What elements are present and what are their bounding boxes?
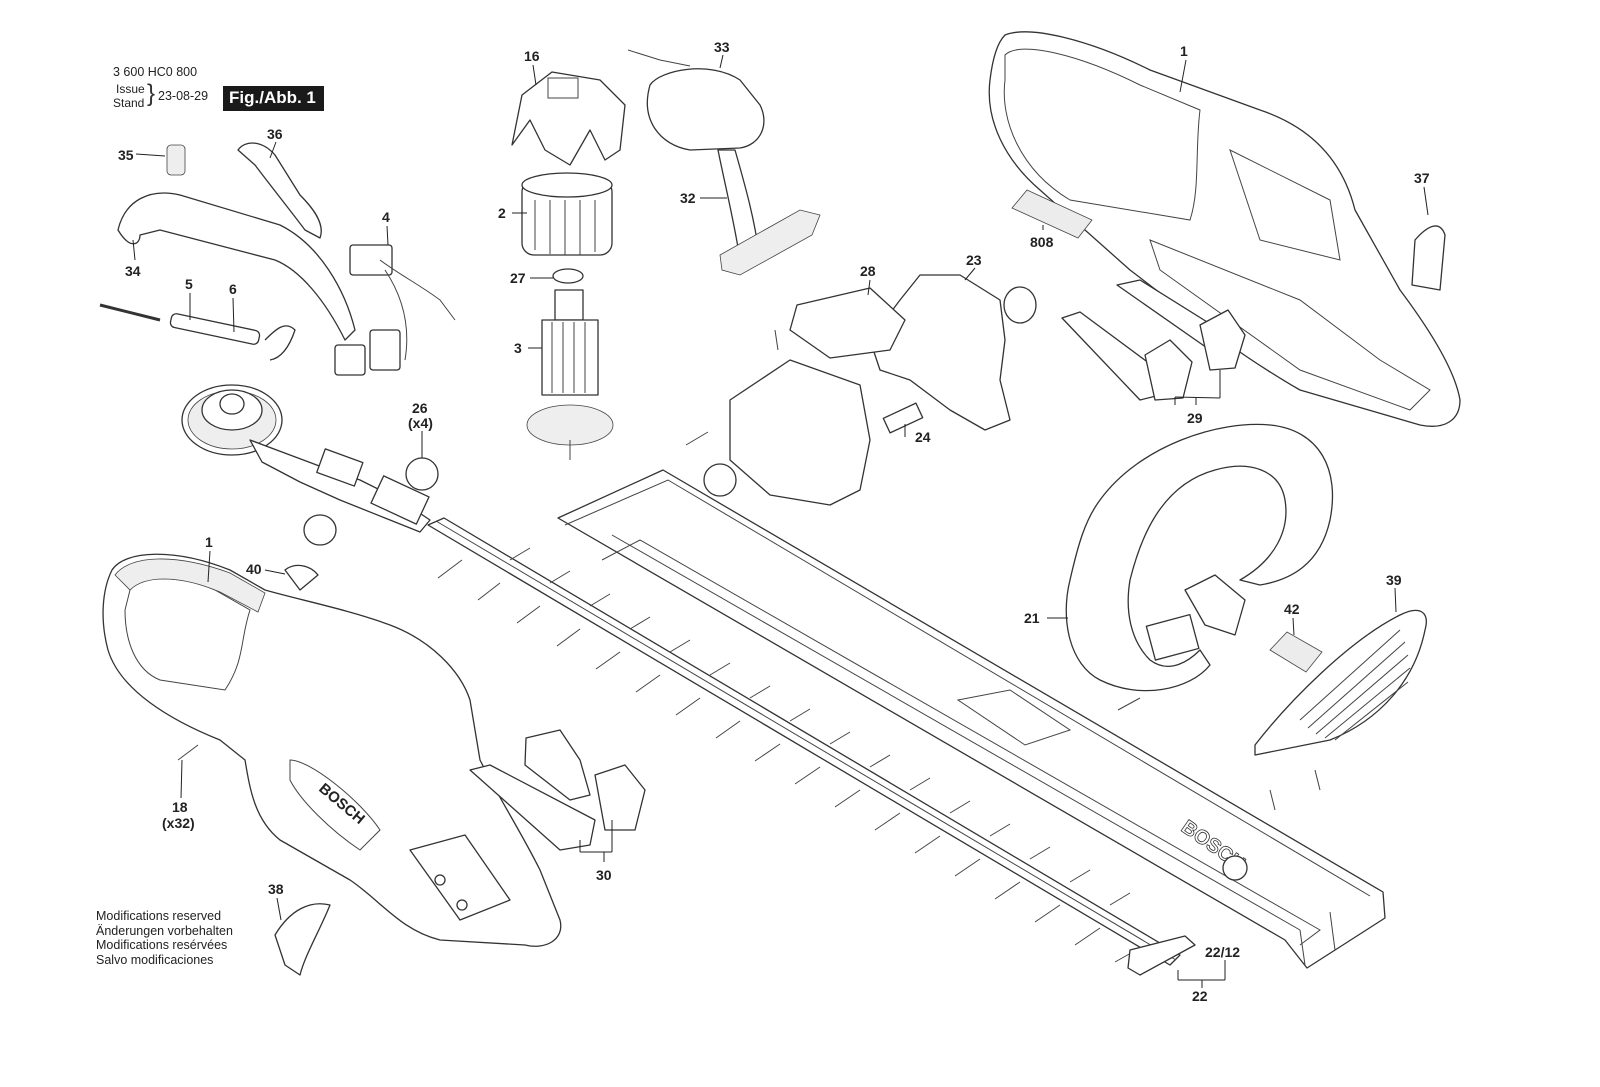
gear-housing-23 (789, 274, 1011, 431)
callout-6: 6 (229, 281, 237, 297)
motor-bracket-16 (511, 71, 626, 166)
callout-22: 22 (1192, 988, 1208, 1004)
wiring-harness-33 (627, 49, 765, 151)
callout-33: 33 (714, 39, 730, 55)
issue-label: Issue (116, 82, 145, 96)
callout-3: 3 (514, 340, 522, 356)
document-number: 3 600 HC0 800 (113, 65, 198, 79)
armature-3 (526, 289, 614, 460)
callout-labels: 1 1 2 3 4 5 6 16 18 (x32) 21 22 22/12 23… (118, 39, 1430, 1004)
seal-26 (405, 457, 439, 491)
brace: } (147, 80, 156, 107)
callout-40: 40 (246, 561, 262, 577)
callout-808: 808 (1030, 234, 1054, 250)
leader-lines (132, 54, 1429, 988)
callout-36: 36 (267, 126, 283, 142)
callout-23: 23 (966, 252, 982, 268)
housing-right-half (988, 31, 1461, 427)
callout-35: 35 (118, 147, 134, 163)
callout-18: 18 (172, 799, 188, 815)
cable-sleeve-6 (169, 313, 296, 361)
handle-34 (117, 192, 356, 341)
cover-37 (1411, 225, 1446, 291)
switch-4 (334, 244, 456, 376)
callout-22-12: 22/12 (1205, 944, 1240, 960)
cable-5 (99, 303, 161, 322)
housing-left-half (102, 553, 562, 947)
gear-drive-assembly (181, 384, 431, 533)
label-plate-42 (1269, 631, 1323, 673)
screws (177, 329, 1321, 811)
grip-parts-30 (469, 729, 646, 851)
label-plate-808 (1011, 189, 1093, 239)
grille-cover (1254, 609, 1427, 756)
cover-38 (274, 903, 331, 976)
bosch-logo-circle (1222, 855, 1248, 881)
callout-1-lower: 1 (205, 534, 213, 550)
callout-21: 21 (1024, 610, 1040, 626)
modifications-line-en: Modifications reserved (96, 909, 222, 923)
callout-2: 2 (498, 205, 506, 221)
callout-30: 30 (596, 867, 612, 883)
grip-parts-29 (1061, 279, 1246, 401)
callout-27: 27 (510, 270, 526, 286)
callout-34: 34 (125, 263, 141, 279)
gear-housing-base (729, 359, 924, 506)
callout-26: 26 (412, 400, 428, 416)
stand-label: Stand (113, 96, 145, 110)
seal-26-b (303, 514, 337, 546)
blade-cover (557, 469, 1386, 969)
modifications-line-es: Salvo modificaciones (96, 952, 214, 967)
callout-26-qty: (x4) (408, 415, 433, 431)
modifications-notice: Modifications reserved Änderungen vorbeh… (96, 909, 233, 967)
bearing-right (1003, 286, 1037, 324)
cutting-blade (427, 517, 1196, 976)
callout-18-qty: (x32) (162, 815, 195, 831)
spring-35 (166, 144, 186, 176)
callout-16: 16 (524, 48, 540, 64)
lever-36 (237, 142, 322, 239)
callout-38: 38 (268, 881, 284, 897)
ring-27 (552, 268, 584, 284)
front-handle (1065, 423, 1334, 692)
callout-32: 32 (680, 190, 696, 206)
callout-29: 29 (1187, 410, 1203, 426)
callout-28: 28 (860, 263, 876, 279)
callout-1-upper: 1 (1180, 43, 1188, 59)
callout-4: 4 (382, 209, 390, 225)
clip-40 (284, 564, 319, 591)
callout-42: 42 (1284, 601, 1300, 617)
callout-39: 39 (1386, 572, 1402, 588)
callout-5: 5 (185, 276, 193, 292)
figure-label: Fig./Abb. 1 (223, 86, 324, 111)
modifications-line-fr: Modifications resérvées (96, 938, 228, 952)
callout-24: 24 (915, 429, 931, 445)
callout-37: 37 (1414, 170, 1430, 186)
cable-32 (717, 149, 821, 276)
issue-date: 23-08-29 (158, 89, 209, 103)
bearing-left (703, 463, 737, 497)
modifications-line-de: Änderungen vorbehalten (96, 923, 233, 938)
stator-2 (521, 172, 613, 256)
